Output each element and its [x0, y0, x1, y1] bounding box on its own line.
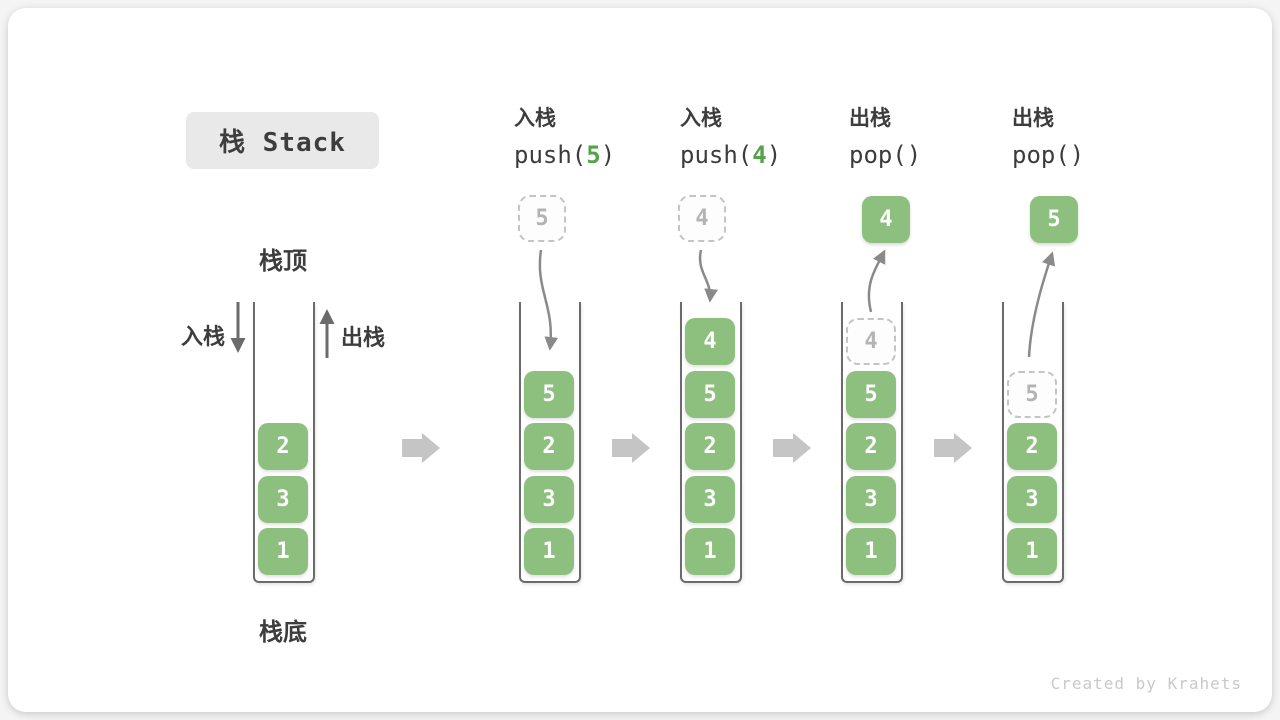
stack-container-pop-5: 5 2 3 1: [1002, 302, 1064, 583]
op-label: 出栈: [1012, 106, 1054, 130]
code-argument: 4: [752, 141, 767, 169]
op-label: 入栈: [514, 106, 556, 130]
code-pre: push(: [680, 141, 753, 169]
stack-container-initial: 2 3 1: [253, 302, 315, 583]
stack-container-push-4: 4 5 2 3 1: [680, 302, 742, 583]
stack-cell: 2: [685, 423, 735, 470]
code-pre: pop(: [849, 141, 907, 169]
stage-header-push-4: 入栈 push(4): [680, 104, 781, 169]
stack-bottom-label: 栈底: [259, 618, 307, 646]
code-pre: pop(: [1012, 141, 1070, 169]
stage-header-push-5: 入栈 push(5): [514, 104, 615, 169]
op-label: 入栈: [680, 106, 722, 130]
stack-container-pop-4: 4 5 2 3 1: [841, 302, 903, 583]
watermark: Created by Krahets: [1050, 674, 1242, 693]
code-argument: 5: [586, 141, 601, 169]
code-suf: ): [1069, 141, 1085, 169]
stack-cell: 1: [258, 528, 308, 575]
stack-cell: 1: [524, 528, 574, 575]
diagram-title-box: 栈 Stack: [186, 112, 379, 169]
code-pre: push(: [514, 141, 587, 169]
float-value-push-5: 5: [518, 195, 566, 242]
stack-cell: 3: [1007, 475, 1057, 523]
stack-cell: 3: [258, 475, 308, 523]
stack-cell: 5: [685, 370, 735, 418]
op-code: push(4): [680, 141, 781, 169]
op-label: 出栈: [849, 106, 891, 130]
code-suf: ): [906, 141, 922, 169]
pop-side-label: 出栈: [341, 326, 386, 351]
stack-container-push-5: 5 2 3 1: [519, 302, 581, 583]
stack-cell: 1: [685, 528, 735, 575]
stack-cell: 3: [524, 475, 574, 523]
op-code: pop(): [849, 141, 921, 169]
stack-cell: 1: [846, 528, 896, 575]
stack-cell: 5: [524, 370, 574, 418]
float-value-pop-4: 4: [862, 196, 910, 243]
stack-cell: 4: [685, 318, 735, 365]
stack-cell: 3: [846, 475, 896, 523]
stack-cell: 5: [846, 370, 896, 418]
stage-header-pop-5: 出栈 pop(): [1012, 104, 1084, 169]
code-suf: ): [600, 141, 616, 169]
stack-cell: 2: [1007, 423, 1057, 470]
stack-cell: 2: [258, 423, 308, 470]
push-side-label: 入栈: [180, 325, 225, 350]
op-code: pop(): [1012, 141, 1084, 169]
op-code: push(5): [514, 141, 615, 169]
diagram-title: 栈 Stack: [219, 128, 346, 158]
stack-cell: 1: [1007, 528, 1057, 575]
stack-cell: 4: [846, 318, 896, 365]
stack-cell: 3: [685, 475, 735, 523]
float-value-push-4: 4: [678, 195, 726, 242]
stack-top-label: 栈顶: [259, 247, 307, 275]
stage-header-pop-4: 出栈 pop(): [849, 104, 921, 169]
float-value-pop-5: 5: [1030, 196, 1078, 243]
stack-cell: 2: [846, 423, 896, 470]
stack-cell: 5: [1007, 370, 1057, 418]
stack-cell: 2: [524, 423, 574, 470]
code-suf: ): [766, 141, 782, 169]
